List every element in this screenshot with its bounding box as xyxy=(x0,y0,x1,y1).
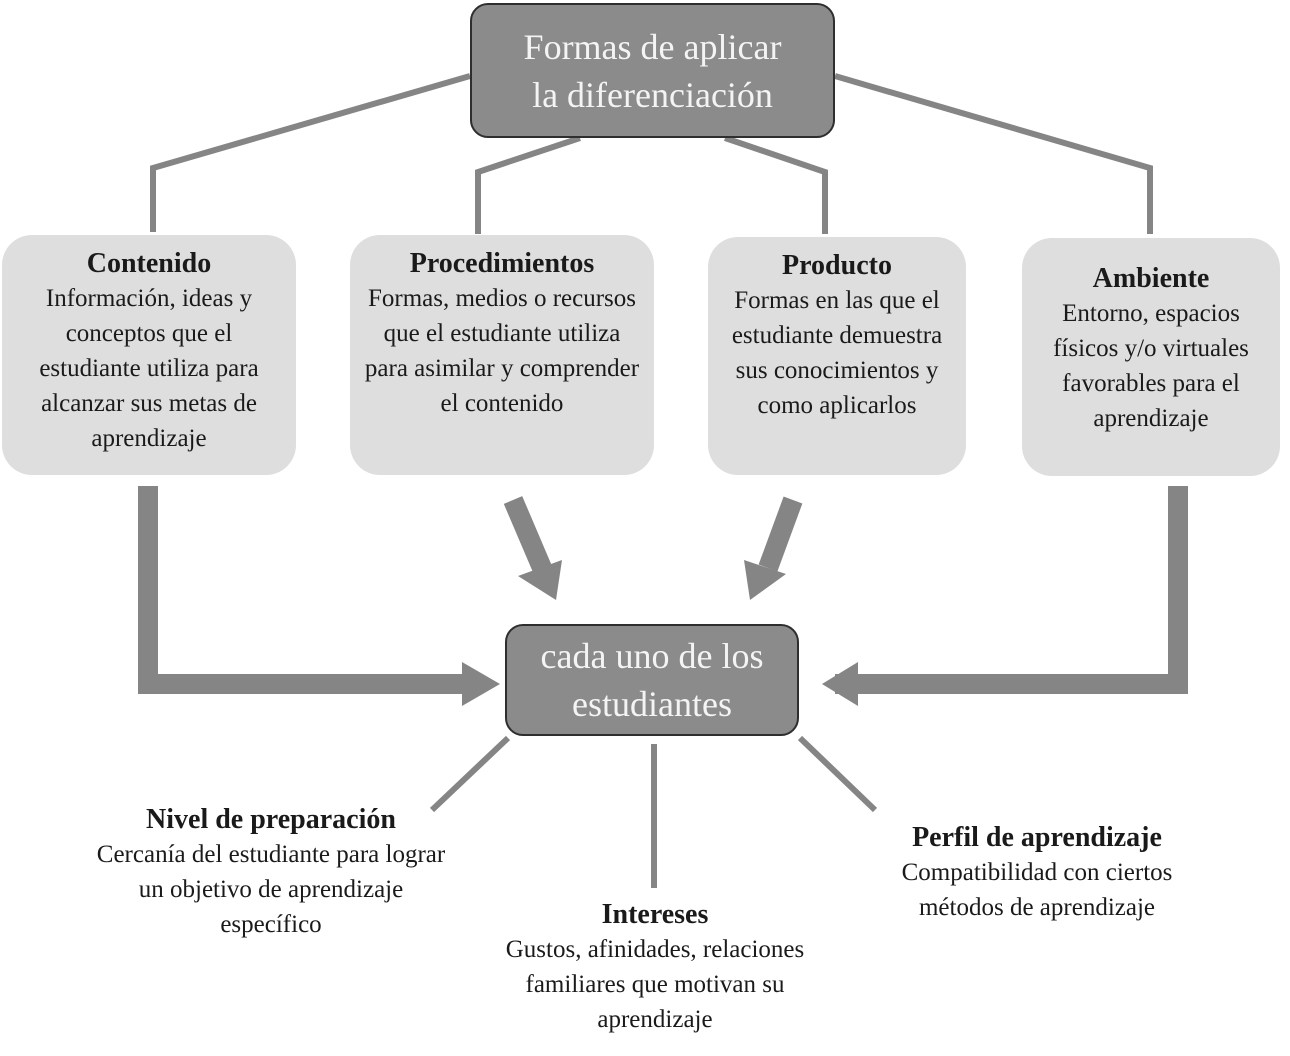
center-node: cada uno de los estudiantes xyxy=(505,624,799,736)
factor-description: Compatibilidad con ciertos métodos de ap… xyxy=(901,859,1173,921)
arrow-ambiente-head xyxy=(822,662,858,706)
arrow-procedimientos-shaft xyxy=(503,496,552,572)
connector-root-producto xyxy=(724,135,828,234)
root-title-line2: la diferenciación xyxy=(532,74,773,115)
category-title: Ambiente xyxy=(1092,263,1210,294)
category-title: Producto xyxy=(782,250,892,281)
connector-root-procedimientos xyxy=(475,135,581,234)
arrow-ambiente-shaft xyxy=(835,486,1188,694)
center-title-line1: cada uno de los xyxy=(540,636,764,676)
arrow-producto-shaft xyxy=(758,496,803,572)
category-producto: Producto Formas en las que el estudiante… xyxy=(708,237,966,475)
category-title: Contenido xyxy=(86,248,212,279)
category-description: Información, ideas y conceptos que el es… xyxy=(39,285,259,452)
connector-center-nivel xyxy=(429,735,511,813)
connector-root-ambiente xyxy=(834,73,1153,234)
root-node: Formas de aplicar la diferenciación xyxy=(470,3,835,138)
category-title: Procedimientos xyxy=(409,248,595,279)
category-description: Entorno, espacios físicos y/o virtuales … xyxy=(1053,300,1249,432)
factor-intereses: Intereses Gustos, afinidades, relaciones… xyxy=(470,898,840,1037)
category-contenido: Contenido Información, ideas y conceptos… xyxy=(2,235,296,475)
arrow-contenido-shaft xyxy=(138,486,468,694)
factor-title: Perfil de aprendizaje xyxy=(912,822,1162,853)
factor-description: Cercanía del estudiante para lograr un o… xyxy=(96,841,446,938)
category-ambiente: Ambiente Entorno, espacios físicos y/o v… xyxy=(1022,238,1280,476)
connector-root-contenido xyxy=(150,73,471,232)
category-description: Formas, medios o recursos que el estudia… xyxy=(364,285,640,417)
factor-description: Gustos, afinidades, relaciones familiare… xyxy=(505,936,805,1033)
arrow-producto-head xyxy=(744,560,786,600)
factor-title: Nivel de preparación xyxy=(146,804,396,835)
category-description: Formas en las que el estudiante demuestr… xyxy=(731,287,943,419)
connector-center-perfil xyxy=(797,735,878,813)
factor-nivel-de-preparacion: Nivel de preparación Cercanía del estudi… xyxy=(96,803,446,942)
center-title-line2: estudiantes xyxy=(572,684,732,724)
root-title-line1: Formas de aplicar xyxy=(523,26,782,67)
arrow-contenido-head xyxy=(462,662,500,706)
factor-perfil-de-aprendizaje: Perfil de aprendizaje Compatibilidad con… xyxy=(862,821,1212,925)
factor-title: Intereses xyxy=(601,899,709,930)
category-procedimientos: Procedimientos Formas, medios o recursos… xyxy=(350,235,654,475)
arrow-procedimientos-head xyxy=(518,560,562,600)
